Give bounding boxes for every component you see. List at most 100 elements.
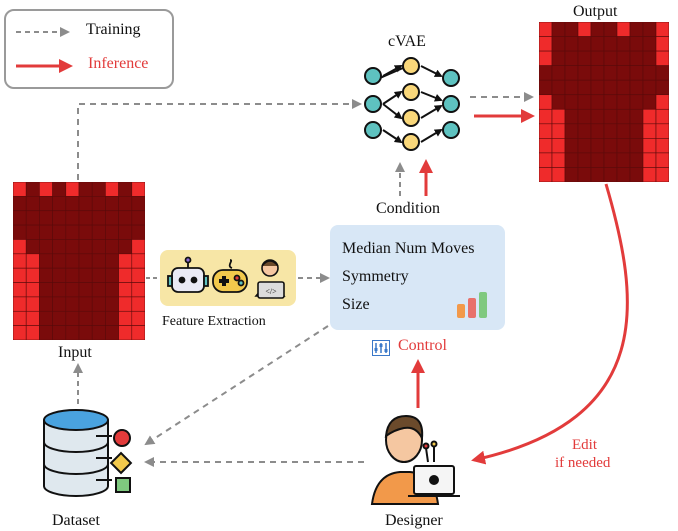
grid-cell (655, 22, 669, 37)
grid-cell (629, 50, 644, 66)
grid-cell (25, 224, 40, 240)
grid-cell (91, 325, 106, 340)
grid-cell (564, 36, 579, 52)
sliders-icon (372, 340, 390, 356)
grid-cell (131, 182, 145, 197)
grid-cell (551, 36, 566, 52)
grid-cell (603, 138, 618, 154)
bar-chart-icon (457, 292, 487, 318)
grid-cell (78, 196, 93, 212)
grid-cell (131, 267, 145, 283)
grid-cell (118, 182, 133, 197)
grid-cell (551, 167, 566, 182)
grid-cell (564, 50, 579, 66)
grid-cell (39, 210, 53, 226)
grid-cell (551, 50, 566, 66)
grid-cell (65, 253, 80, 269)
grid-cell (539, 108, 553, 125)
condition-item-0: Median Num Moves (342, 240, 475, 257)
grid-cell (551, 79, 566, 96)
grid-cell (105, 325, 119, 340)
grid-cell (105, 182, 119, 197)
grid-cell (65, 182, 80, 197)
grid-cell (91, 210, 106, 226)
condition-item-1: Symmetry (342, 268, 409, 285)
grid-cell (603, 167, 618, 182)
grid-cell (13, 182, 27, 197)
feature-extraction-label: Feature Extraction (162, 314, 266, 329)
grid-cell (642, 138, 657, 154)
control-label: Control (398, 337, 447, 354)
database-icon (43, 409, 133, 497)
grid-cell (105, 267, 119, 283)
grid-cell (65, 282, 80, 298)
grid-cell (118, 224, 133, 240)
legend-training-label: Training (86, 21, 141, 38)
grid-cell (39, 325, 53, 340)
grid-cell (25, 282, 40, 298)
grid-cell (590, 123, 605, 139)
grid-cell (52, 182, 67, 197)
arrow-input-to-cvae (77, 99, 362, 180)
grid-cell (564, 79, 579, 96)
output-level-grid (539, 22, 669, 182)
grid-cell (13, 267, 27, 283)
grid-cell (78, 296, 93, 312)
grid-cell (39, 296, 53, 312)
grid-cell (25, 196, 40, 212)
grid-cell (551, 108, 566, 125)
grid-cell (616, 50, 631, 66)
grid-cell (65, 296, 80, 312)
grid-cell (616, 22, 631, 37)
grid-cell (91, 239, 106, 255)
grid-cell (105, 210, 119, 226)
grid-cell (25, 210, 40, 226)
arrow-output-to-designer (471, 183, 629, 465)
grid-cell (118, 196, 133, 212)
grid-cell (118, 282, 133, 298)
grid-cell (52, 196, 67, 212)
grid-cell (629, 167, 644, 182)
grid-cell (78, 310, 93, 326)
grid-cell (603, 65, 618, 81)
grid-cell (65, 196, 80, 212)
grid-cell (91, 282, 106, 298)
grid-cell (13, 253, 27, 269)
grid-cell (118, 267, 133, 283)
grid-cell (13, 325, 27, 340)
grid-cell (577, 108, 592, 125)
grid-cell (655, 152, 669, 168)
grid-cell (118, 296, 133, 312)
grid-cell (590, 167, 605, 182)
grid-cell (564, 94, 579, 110)
grid-cell (539, 152, 553, 168)
grid-cell (539, 22, 553, 37)
grid-cell (131, 310, 145, 326)
grid-cell (629, 138, 644, 154)
grid-cell (590, 138, 605, 154)
grid-cell (655, 167, 669, 182)
grid-cell (25, 182, 40, 197)
grid-cell (25, 325, 40, 340)
grid-cell (616, 123, 631, 139)
grid-cell (91, 253, 106, 269)
grid-cell (603, 22, 618, 37)
grid-cell (78, 253, 93, 269)
grid-cell (39, 182, 53, 197)
grid-cell (105, 239, 119, 255)
grid-cell (577, 79, 592, 96)
grid-cell (539, 36, 553, 52)
grid-cell (13, 239, 27, 255)
grid-cell (52, 267, 67, 283)
grid-cell (642, 36, 657, 52)
svg-text:</>: </> (265, 287, 277, 296)
input-label: Input (58, 344, 92, 361)
grid-cell (590, 65, 605, 81)
grid-cell (551, 94, 566, 110)
grid-cell (629, 79, 644, 96)
grid-cell (577, 138, 592, 154)
grid-cell (539, 138, 553, 154)
grid-cell (65, 224, 80, 240)
input-level-grid (13, 182, 145, 340)
